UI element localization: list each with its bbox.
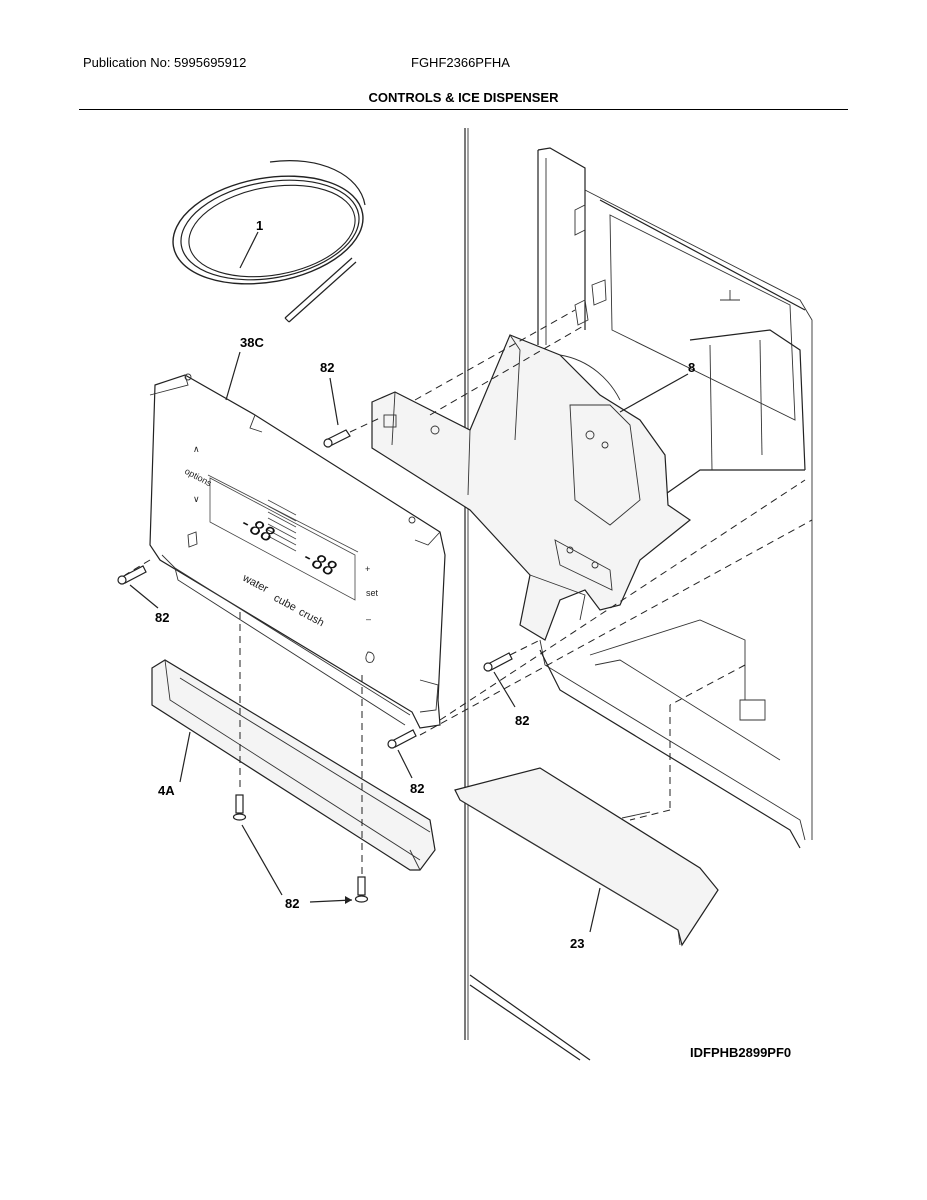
screw-bottom-right [354,876,369,903]
callout-23: 23 [570,936,584,951]
panel-up-arrow: ∧ [193,444,200,454]
callout-82-left: 82 [155,610,169,625]
screw-bottom-left [232,794,247,821]
panel-set-label: set [366,588,379,598]
callout-82-bottom: 82 [285,896,299,911]
callout-4a: 4A [158,783,175,798]
panel-plus-label: + [365,564,370,574]
drip-tray [454,767,719,947]
screw-left [117,565,147,585]
tubing-coil [172,160,366,323]
callout-82-top: 82 [320,360,334,375]
header-rule [79,109,848,110]
panel-down-arrow: ∨ [193,494,200,504]
callout-82-right: 82 [515,713,529,728]
assembly-guide-lines [124,309,813,875]
trim-piece [151,659,436,871]
screw-top [323,429,351,448]
diagram-code: IDFPHB2899PF0 [690,1045,792,1060]
screw-mid [387,729,417,749]
lock-icon [187,531,198,548]
model-number: FGHF2366PFHA [411,55,510,70]
callout-8: 8 [688,360,695,375]
page-title: CONTROLS & ICE DISPENSER [368,90,559,105]
callout-38c: 38C [240,335,264,350]
dispenser-actuator-assembly [371,334,692,641]
callout-1: 1 [256,218,263,233]
publication-number: Publication No: 5995695912 [83,55,247,70]
callout-82-mid: 82 [410,781,424,796]
light-bulb-icon [365,651,375,663]
panel-minus-label: – [366,614,371,624]
control-panel [149,373,446,729]
dispenser-cavity [469,147,813,1061]
screw-right [483,652,513,672]
